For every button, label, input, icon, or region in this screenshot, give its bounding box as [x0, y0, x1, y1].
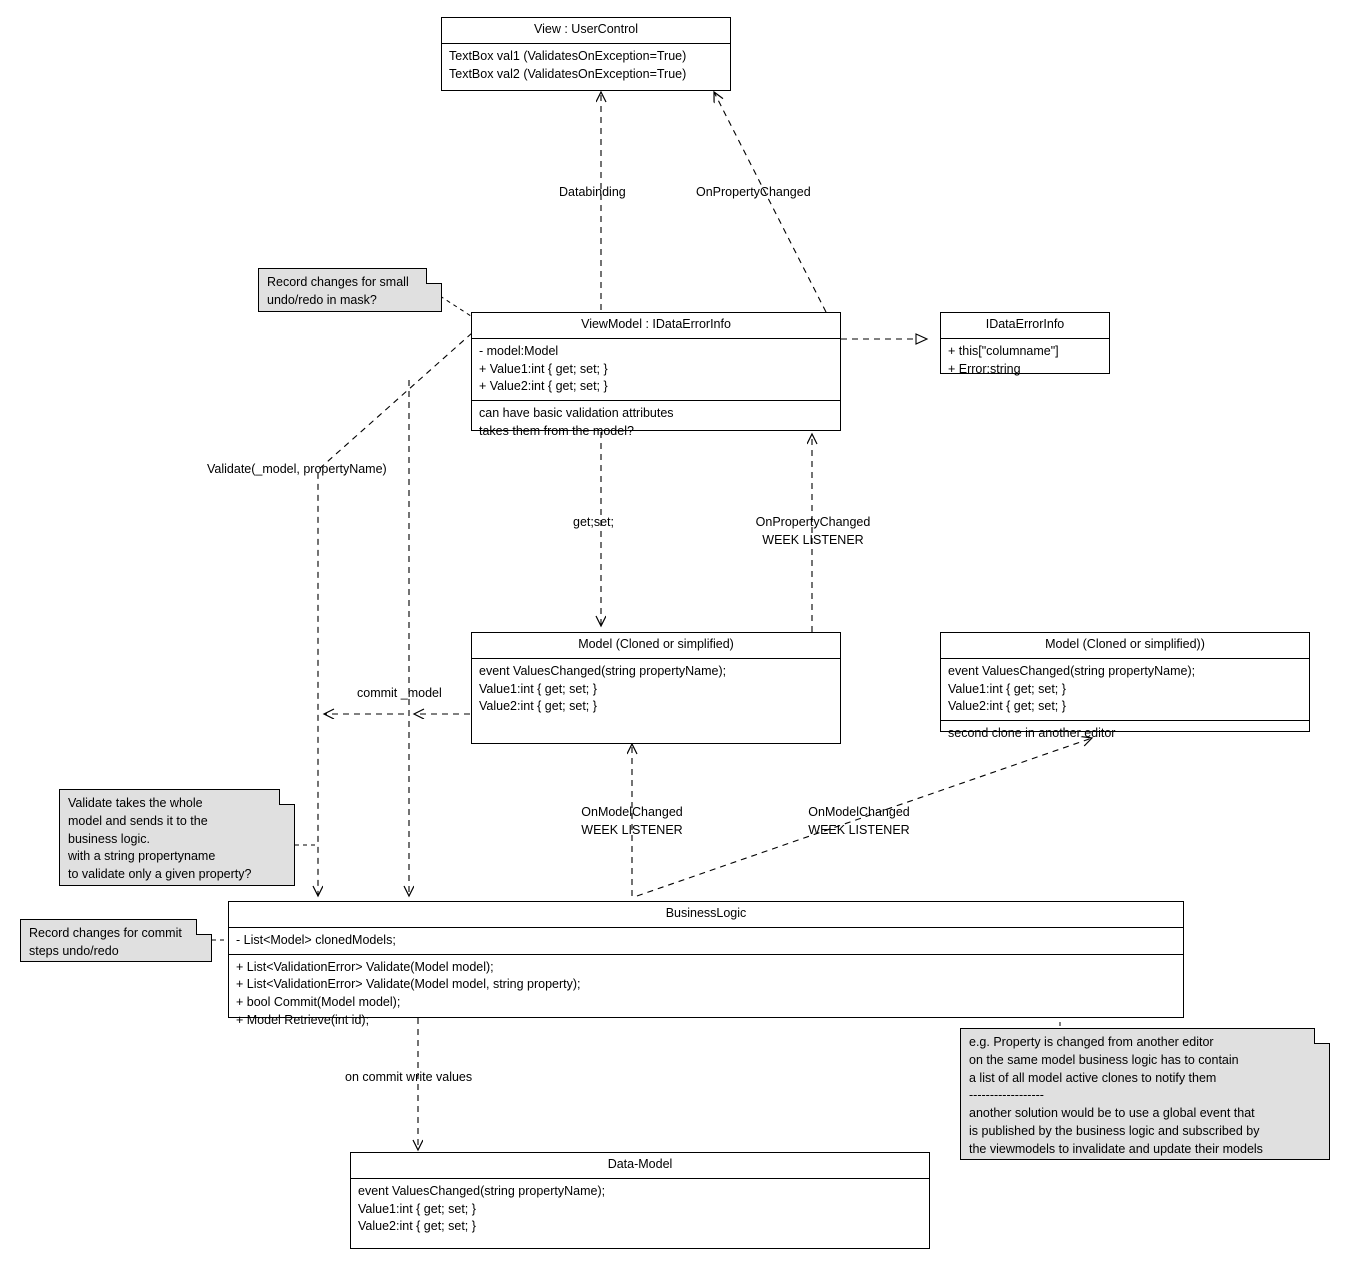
class-line: event ValuesChanged(string propertyName)… — [948, 663, 1196, 678]
note-line: Validate takes the whole — [68, 796, 203, 810]
note-line: undo/redo in mask? — [267, 292, 377, 307]
note-line: on the same model business logic has to … — [969, 1052, 1239, 1067]
edge-label-onmodelchanged-weak-2: OnModelChanged WEEK LISTENER — [786, 804, 932, 840]
edge-label-onpropertychanged-view: OnPropertyChanged — [696, 184, 811, 202]
edge-label-line: on commit write values — [345, 1070, 473, 1084]
class-compartment-view-attributes: TextBox val1 (ValidatesOnException=True)… — [442, 44, 730, 88]
edge-label-line: Validate(_model, propertyName) — [207, 462, 387, 476]
class-line: Value2:int { get; set; } — [358, 1219, 476, 1234]
class-line: can have basic validation attributes — [479, 406, 674, 420]
class-box-view[interactable]: View : UserControl TextBox val1 (Validat… — [441, 17, 731, 91]
class-box-data-model[interactable]: Data-Model event ValuesChanged(string pr… — [350, 1152, 930, 1249]
class-line: - model:Model — [479, 343, 559, 358]
class-title-businesslogic: BusinessLogic — [229, 902, 1183, 928]
class-line: event ValuesChanged(string propertyName)… — [479, 663, 727, 678]
class-line: Value2:int { get; set; } — [479, 699, 597, 714]
note-line: steps undo/redo — [29, 943, 119, 958]
edge-label-line: WEEK LISTENER — [762, 532, 864, 547]
class-line: second clone in another editor — [948, 726, 1116, 740]
edge-validate-model — [318, 332, 473, 896]
edge-label-line: WEEK LISTENER — [581, 822, 683, 837]
class-compartment-idataerrorinfo-members: + this["columname"] + Error:string — [941, 339, 1109, 383]
note-line: a list of all model active clones to not… — [969, 1070, 1217, 1085]
class-title-idataerrorinfo: IDataErrorInfo — [941, 313, 1109, 339]
note-validate-whole-model[interactable]: Validate takes the whole model and sends… — [59, 789, 295, 886]
note-commit-steps-undo-redo[interactable]: Record changes for commit steps undo/red… — [20, 919, 212, 962]
class-line: event ValuesChanged(string propertyName)… — [358, 1183, 606, 1198]
edge-label-line: OnPropertyChanged — [755, 515, 871, 529]
class-line: + List<ValidationError> Validate(Model m… — [236, 959, 494, 974]
class-line: + bool Commit(Model model); — [236, 995, 401, 1009]
note-line: the viewmodels to invalidate and update … — [969, 1141, 1263, 1156]
note-line: Record changes for small — [267, 275, 409, 289]
class-title-data-model: Data-Model — [351, 1153, 929, 1179]
class-compartment-viewmodel-notes: can have basic validation attributes tak… — [472, 401, 840, 445]
class-line: + Model Retrieve(int id); — [236, 1012, 370, 1027]
edge-label-databinding: Databinding — [559, 184, 626, 202]
edge-onpropertychanged-view — [714, 92, 827, 313]
class-box-viewmodel[interactable]: ViewModel : IDataErrorInfo - model:Model… — [471, 312, 841, 438]
class-line: + Error:string — [948, 361, 1021, 376]
edge-label-line: Databinding — [559, 185, 626, 199]
class-title-view: View : UserControl — [442, 18, 730, 44]
class-box-model-clone-1[interactable]: Model (Cloned or simplified) event Value… — [471, 632, 841, 744]
edge-label-getset: get;set; — [573, 514, 614, 532]
class-compartment-model-clone-2-members: event ValuesChanged(string propertyName)… — [941, 659, 1309, 721]
class-line: + this["columname"] — [948, 343, 1059, 358]
note-line: business logic. — [68, 831, 150, 846]
class-line: - List<Model> clonedModels; — [236, 932, 396, 947]
class-line: + Value2:int { get; set; } — [479, 379, 608, 394]
edge-label-on-commit-write-values: on commit write values — [345, 1069, 472, 1087]
note-line: e.g. Property is changed from another ed… — [969, 1035, 1214, 1049]
note-global-event-alternative[interactable]: e.g. Property is changed from another ed… — [960, 1028, 1330, 1160]
class-title-model-clone-1: Model (Cloned or simplified) — [472, 633, 840, 659]
note-line: with a string propertyname — [68, 849, 216, 864]
note-anchor-undo-mask — [439, 295, 475, 319]
edge-label-validate-model: Validate(_model, propertyName) — [207, 461, 387, 479]
class-compartment-data-model-members: event ValuesChanged(string propertyName)… — [351, 1179, 929, 1240]
note-line: is published by the business logic and s… — [969, 1123, 1260, 1138]
note-line: ------------------ — [969, 1088, 1044, 1103]
class-box-businesslogic[interactable]: BusinessLogic - List<Model> clonedModels… — [228, 901, 1184, 1027]
class-line: Value2:int { get; set; } — [948, 699, 1066, 714]
edge-label-line: OnModelChanged — [581, 805, 683, 819]
class-title-model-clone-2: Model (Cloned or simplified)) — [941, 633, 1309, 659]
edge-label-line: OnModelChanged — [808, 805, 910, 819]
class-compartment-businesslogic-fields: - List<Model> clonedModels; — [229, 928, 1183, 955]
class-line: + List<ValidationError> Validate(Model m… — [236, 977, 581, 992]
edge-label-line: WEEK LISTENER — [808, 822, 910, 837]
class-line: TextBox val1 (ValidatesOnException=True) — [449, 48, 687, 63]
class-line: Value1:int { get; set; } — [948, 681, 1066, 696]
class-line: Value1:int { get; set; } — [479, 681, 597, 696]
note-undo-redo-mask[interactable]: Record changes for small undo/redo in ma… — [258, 268, 442, 312]
note-line: to validate only a given property? — [68, 867, 252, 881]
edge-label-line: get;set; — [573, 515, 614, 529]
note-fold-corner-icon — [279, 789, 295, 805]
class-box-idataerrorinfo[interactable]: IDataErrorInfo + this["columname"] + Err… — [940, 312, 1110, 376]
class-compartment-model-clone-1-members: event ValuesChanged(string propertyName)… — [472, 659, 840, 720]
edge-label-line: commit _model — [357, 686, 442, 700]
class-line: + Value1:int { get; set; } — [479, 361, 608, 376]
edge-label-line: OnPropertyChanged — [696, 185, 811, 199]
class-compartment-model-clone-2-note: second clone in another editor — [941, 721, 1309, 747]
class-line: takes them from the model? — [479, 423, 634, 438]
note-fold-corner-icon — [426, 268, 442, 284]
edge-label-onpropertychanged-weak: OnPropertyChanged WEEK LISTENER — [740, 514, 886, 550]
note-line: another solution would be to use a globa… — [969, 1106, 1255, 1120]
class-line: Value1:int { get; set; } — [358, 1201, 476, 1216]
note-fold-corner-icon — [196, 919, 212, 935]
edge-label-onmodelchanged-weak-1: OnModelChanged WEEK LISTENER — [559, 804, 705, 840]
note-fold-corner-icon — [1314, 1028, 1330, 1044]
class-compartment-businesslogic-methods: + List<ValidationError> Validate(Model m… — [229, 955, 1183, 1034]
class-title-viewmodel: ViewModel : IDataErrorInfo — [472, 313, 840, 339]
note-line: Record changes for commit — [29, 926, 182, 940]
class-line: TextBox val2 (ValidatesOnException=True) — [449, 66, 687, 81]
class-box-model-clone-2[interactable]: Model (Cloned or simplified)) event Valu… — [940, 632, 1310, 740]
class-compartment-viewmodel-members: - model:Model + Value1:int { get; set; }… — [472, 339, 840, 401]
edge-label-commit-model: commit _model — [357, 685, 442, 703]
note-line: model and sends it to the — [68, 813, 208, 828]
